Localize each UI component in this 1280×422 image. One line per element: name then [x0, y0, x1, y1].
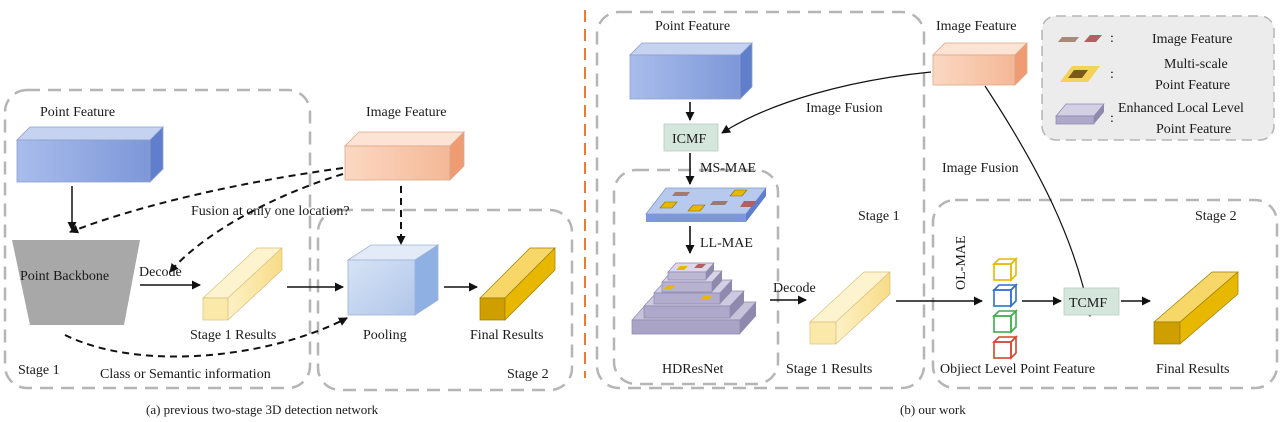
final-results-bar-a [479, 247, 556, 321]
ms-mae-label: MS-MAE [700, 161, 756, 176]
object-level-cubes [992, 257, 1018, 360]
image-feature-slab-b [932, 42, 1028, 86]
legend-enhanced-text-1: Enhanced Local Level [1118, 101, 1244, 116]
legend-image-feature-text: Image Feature [1152, 32, 1232, 47]
final-results-bar-b [1153, 271, 1239, 345]
point-feature-slab-a [16, 126, 164, 183]
stage1-region-b [595, 10, 926, 390]
pooling-cube [346, 244, 440, 316]
point-feature-label-a: Point Feature [40, 105, 115, 120]
image-feature-slab-a [344, 131, 465, 181]
class-semantic-label: Class or Semantic information [100, 367, 271, 382]
panel-b: Point Feature ICMF MS-MAE LL-MAE [595, 10, 1279, 417]
icmf-box [663, 123, 719, 152]
stage1-results-label-a: Stage 1 Results [190, 328, 276, 343]
image-fusion-label-2: Image Fusion [942, 161, 1019, 176]
stage1-region-a [3, 88, 312, 390]
point-feature-slab-b [629, 42, 753, 100]
icmf-label: ICMF [672, 132, 706, 147]
final-results-label-a: Final Results [470, 328, 544, 343]
stage2-label-a: Stage 2 [507, 367, 549, 382]
ol-mae-label: OL-MAE [954, 236, 969, 290]
legend-multi-scale-icon [1060, 66, 1100, 82]
hdresnet-label: HDResNet [662, 362, 724, 377]
stage1-results-label-b: Stage 1 Results [786, 362, 872, 377]
multi-scale-feature-plate [645, 187, 767, 222]
caption-b: (b) our work [900, 402, 966, 417]
caption-a: (a) previous two-stage 3D detection netw… [146, 402, 379, 417]
final-results-label-b: Final Results [1156, 362, 1230, 377]
image-feature-label-a: Image Feature [366, 105, 446, 120]
stage2-region-a [316, 208, 574, 392]
object-cube-red [992, 335, 1018, 360]
point-feature-label-b: Point Feature [655, 19, 730, 34]
object-cube-green [992, 309, 1018, 334]
image-fusion-label-1: Image Fusion [806, 101, 883, 116]
stage1-results-bar-a [202, 247, 283, 321]
hdresnet-region [612, 168, 780, 386]
image-feature-label-b: Image Feature [936, 19, 1016, 34]
legend-colon-3: : [1110, 111, 1114, 126]
object-cube-yellow [992, 257, 1018, 282]
panel-a: Point Feature Point Backbone Decode Stag… [3, 88, 574, 417]
point-backbone-label: Point Backbone [20, 269, 109, 284]
legend-multi-scale-text-1: Multi-scale [1164, 57, 1228, 72]
legend-image-feature-icon [1058, 35, 1102, 42]
ll-mae-label: LL-MAE [700, 236, 753, 251]
legend-enhanced-icon [1055, 103, 1105, 125]
legend-box: : Image Feature : Multi-scale Point Feat… [1041, 15, 1275, 141]
stage1-results-bar-b [809, 271, 891, 345]
stage1-label-b: Stage 1 [858, 209, 900, 224]
fusion-question-label: Fusion at only one location? [191, 204, 350, 219]
legend-colon-2: : [1110, 67, 1114, 82]
stage2-label-b: Stage 2 [1195, 209, 1237, 224]
point-backbone-block [12, 240, 140, 325]
object-cube-blue [992, 283, 1018, 308]
legend-colon-1: : [1110, 31, 1114, 46]
legend-enhanced-text-2: Point Feature [1156, 122, 1231, 137]
tcmf-box [1063, 287, 1120, 316]
object-level-label: Objiect Level Point Feature [940, 362, 1095, 377]
pooling-label: Pooling [363, 328, 407, 343]
enhanced-local-pyramid [631, 262, 757, 335]
stage2-region-b [931, 198, 1279, 390]
stage1-label-a: Stage 1 [18, 363, 60, 378]
tcmf-label: TCMF [1069, 296, 1107, 311]
legend-multi-scale-text-2: Point Feature [1155, 78, 1230, 93]
decode-label-b: Decode [773, 281, 816, 296]
